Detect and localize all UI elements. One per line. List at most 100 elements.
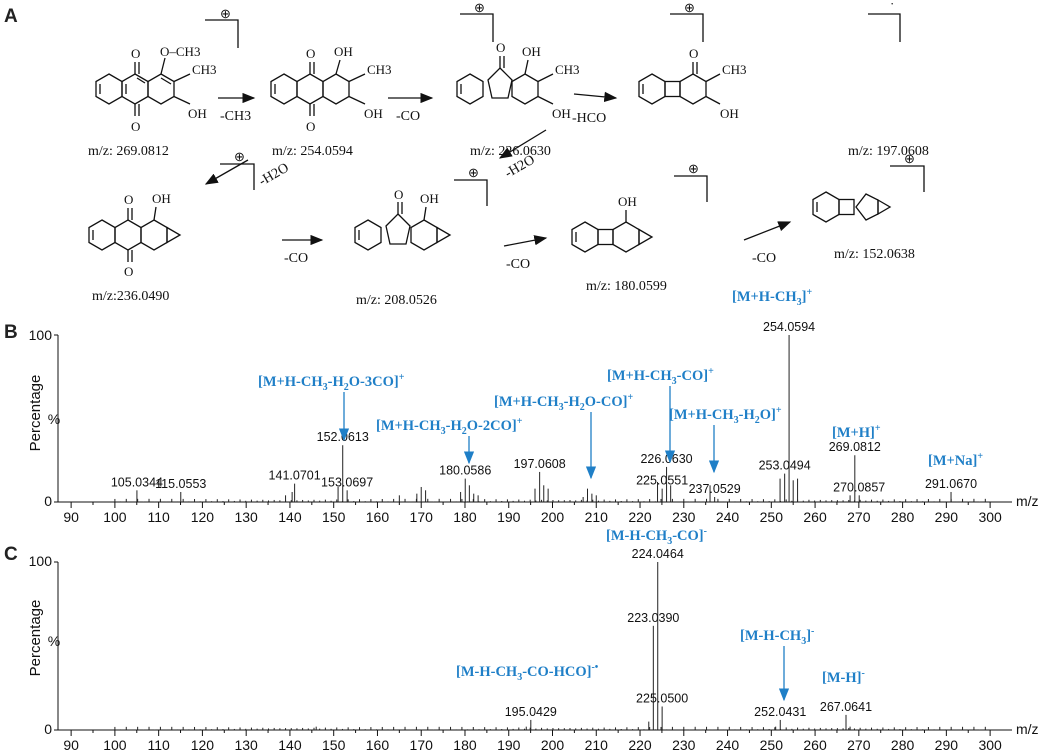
annotation-label: [M+H-CH3-H2O-2CO]+ bbox=[376, 416, 523, 437]
step-label: -H2O bbox=[257, 161, 292, 190]
x-tick-label: 300 bbox=[978, 509, 1002, 525]
x-tick-label: 270 bbox=[847, 509, 871, 525]
atom-oh: OH bbox=[552, 106, 571, 121]
x-unit-label: m/z bbox=[1016, 721, 1039, 737]
x-tick-label: 130 bbox=[234, 509, 258, 525]
peak-label: 253.0494 bbox=[759, 459, 811, 473]
atom-o: O bbox=[496, 40, 505, 55]
peak-label: 153.0697 bbox=[321, 475, 373, 489]
x-tick-label: 150 bbox=[322, 509, 346, 525]
x-tick-label: 250 bbox=[760, 737, 784, 753]
x-tick-label: 220 bbox=[628, 509, 652, 525]
charge-icon: ⊕ bbox=[688, 161, 699, 176]
structure-197 bbox=[638, 62, 721, 105]
mz-label-236: m/z:236.0490 bbox=[92, 289, 169, 304]
atom-oh: OH bbox=[364, 106, 383, 121]
x-tick-label: 170 bbox=[410, 509, 434, 525]
x-tick-label: 200 bbox=[541, 509, 565, 525]
structure-254 bbox=[270, 59, 366, 116]
peak-label: 226.0630 bbox=[640, 452, 692, 466]
peak-label: 291.0670 bbox=[925, 477, 977, 491]
x-tick-label: 210 bbox=[585, 737, 609, 753]
x-tick-label: 300 bbox=[978, 737, 1002, 753]
x-tick-label: 100 bbox=[103, 737, 127, 753]
mz-label-208: m/z: 208.0526 bbox=[356, 293, 437, 308]
spectrum-c: Percentage % 100 0 m/z 195.0429 223.0390 2… bbox=[27, 547, 1039, 753]
x-tick-label: 260 bbox=[803, 509, 827, 525]
x-tick-label: 120 bbox=[191, 509, 215, 525]
atom-oh: OH bbox=[720, 106, 739, 121]
charge-icon: ⊕ bbox=[220, 6, 231, 21]
x-tick-label: 170 bbox=[410, 737, 434, 753]
peak-label: 225.0551 bbox=[636, 474, 688, 488]
atom-o: O bbox=[124, 264, 133, 279]
step-label: -CH3 bbox=[220, 109, 251, 124]
atom-oh: OH bbox=[188, 106, 207, 121]
x-tick-label: 190 bbox=[497, 509, 521, 525]
structure-208 bbox=[354, 202, 452, 251]
y-tick-label: 100 bbox=[29, 327, 53, 343]
atom-o: O bbox=[306, 119, 315, 134]
x-tick-label: 180 bbox=[453, 509, 477, 525]
charge-icon: ⊕ bbox=[684, 0, 695, 15]
peak-label: 269.0812 bbox=[829, 440, 881, 454]
peak-label: 197.0608 bbox=[514, 457, 566, 471]
step-label: -CO bbox=[506, 257, 530, 272]
atom-oh: OH bbox=[334, 44, 353, 59]
structure-226 bbox=[456, 56, 554, 105]
peak-label: 180.0586 bbox=[439, 464, 491, 478]
annotation-label: [M+H-CH3-H2O]+ bbox=[669, 405, 782, 426]
panel-label-b: B bbox=[4, 322, 18, 343]
annotation-label: [M+H-CH3-H2O-CO]+ bbox=[494, 392, 633, 413]
atom-oh: OH bbox=[618, 194, 637, 209]
y-axis-label: Percentage bbox=[27, 600, 44, 677]
peak-label: 254.0594 bbox=[763, 320, 815, 334]
atom-o: O bbox=[394, 187, 403, 202]
peak-label: 195.0429 bbox=[505, 705, 557, 719]
x-tick-label: 210 bbox=[585, 509, 609, 525]
x-tick-label: 100 bbox=[103, 509, 127, 525]
x-tick-label: 290 bbox=[935, 509, 959, 525]
annotations-c: [M-H-CH3-CO]- [M-H-CH3-CO-HCO]-• [M-H-CH… bbox=[456, 526, 865, 702]
peak-label: 224.0464 bbox=[632, 547, 684, 561]
mz-label-180: m/z: 180.0599 bbox=[586, 279, 667, 294]
x-tick-label: 240 bbox=[716, 737, 740, 753]
percent-label: % bbox=[48, 633, 60, 649]
atom-oh: OH bbox=[522, 44, 541, 59]
atom-ch3: CH3 bbox=[722, 62, 747, 77]
atom-o: O bbox=[306, 46, 315, 61]
charge-icon: ⊕ bbox=[474, 0, 485, 15]
x-tick-label: 190 bbox=[497, 737, 521, 753]
mz-label-254: m/z: 254.0594 bbox=[272, 144, 353, 159]
atom-o: O bbox=[124, 192, 133, 207]
x-tick-label: 110 bbox=[147, 509, 170, 525]
structure-236 bbox=[88, 206, 182, 262]
mz-label-197: m/z: 197.0608 bbox=[848, 144, 929, 159]
percent-label: % bbox=[48, 411, 60, 427]
atom-oh: OH bbox=[420, 191, 439, 206]
x-tick-label: 240 bbox=[716, 509, 740, 525]
peak-label: 105.0344 bbox=[111, 475, 163, 489]
atom-ch3: CH3 bbox=[367, 62, 392, 77]
x-tick-label: 290 bbox=[935, 737, 959, 753]
annotation-label: [M+H-CH3-H2O-3CO]+ bbox=[258, 372, 405, 393]
atom-ch3: CH3 bbox=[555, 62, 580, 77]
x-tick-label: 110 bbox=[147, 737, 170, 753]
y-axis-label: Percentage bbox=[27, 375, 44, 452]
y-tick-label: 0 bbox=[44, 721, 52, 737]
x-tick-label: 180 bbox=[453, 737, 477, 753]
radical-dot: · bbox=[890, 0, 894, 11]
x-tick-label: 220 bbox=[628, 737, 652, 753]
peak-label: 267.0641 bbox=[820, 700, 872, 714]
x-unit-label: m/z bbox=[1016, 493, 1039, 509]
charge-icon: ⊕ bbox=[468, 165, 479, 180]
peak-label: 223.0390 bbox=[627, 611, 679, 625]
peak-label: 141.0701 bbox=[269, 469, 321, 483]
x-tick-label: 140 bbox=[278, 737, 302, 753]
peak-label: 225.0500 bbox=[636, 691, 688, 705]
structure-269 bbox=[95, 57, 191, 116]
mz-label-152: m/z: 152.0638 bbox=[834, 247, 915, 262]
x-tick-label: 130 bbox=[234, 737, 258, 753]
peak-label: 270.0857 bbox=[833, 480, 885, 494]
step-label: -CO bbox=[752, 251, 776, 266]
